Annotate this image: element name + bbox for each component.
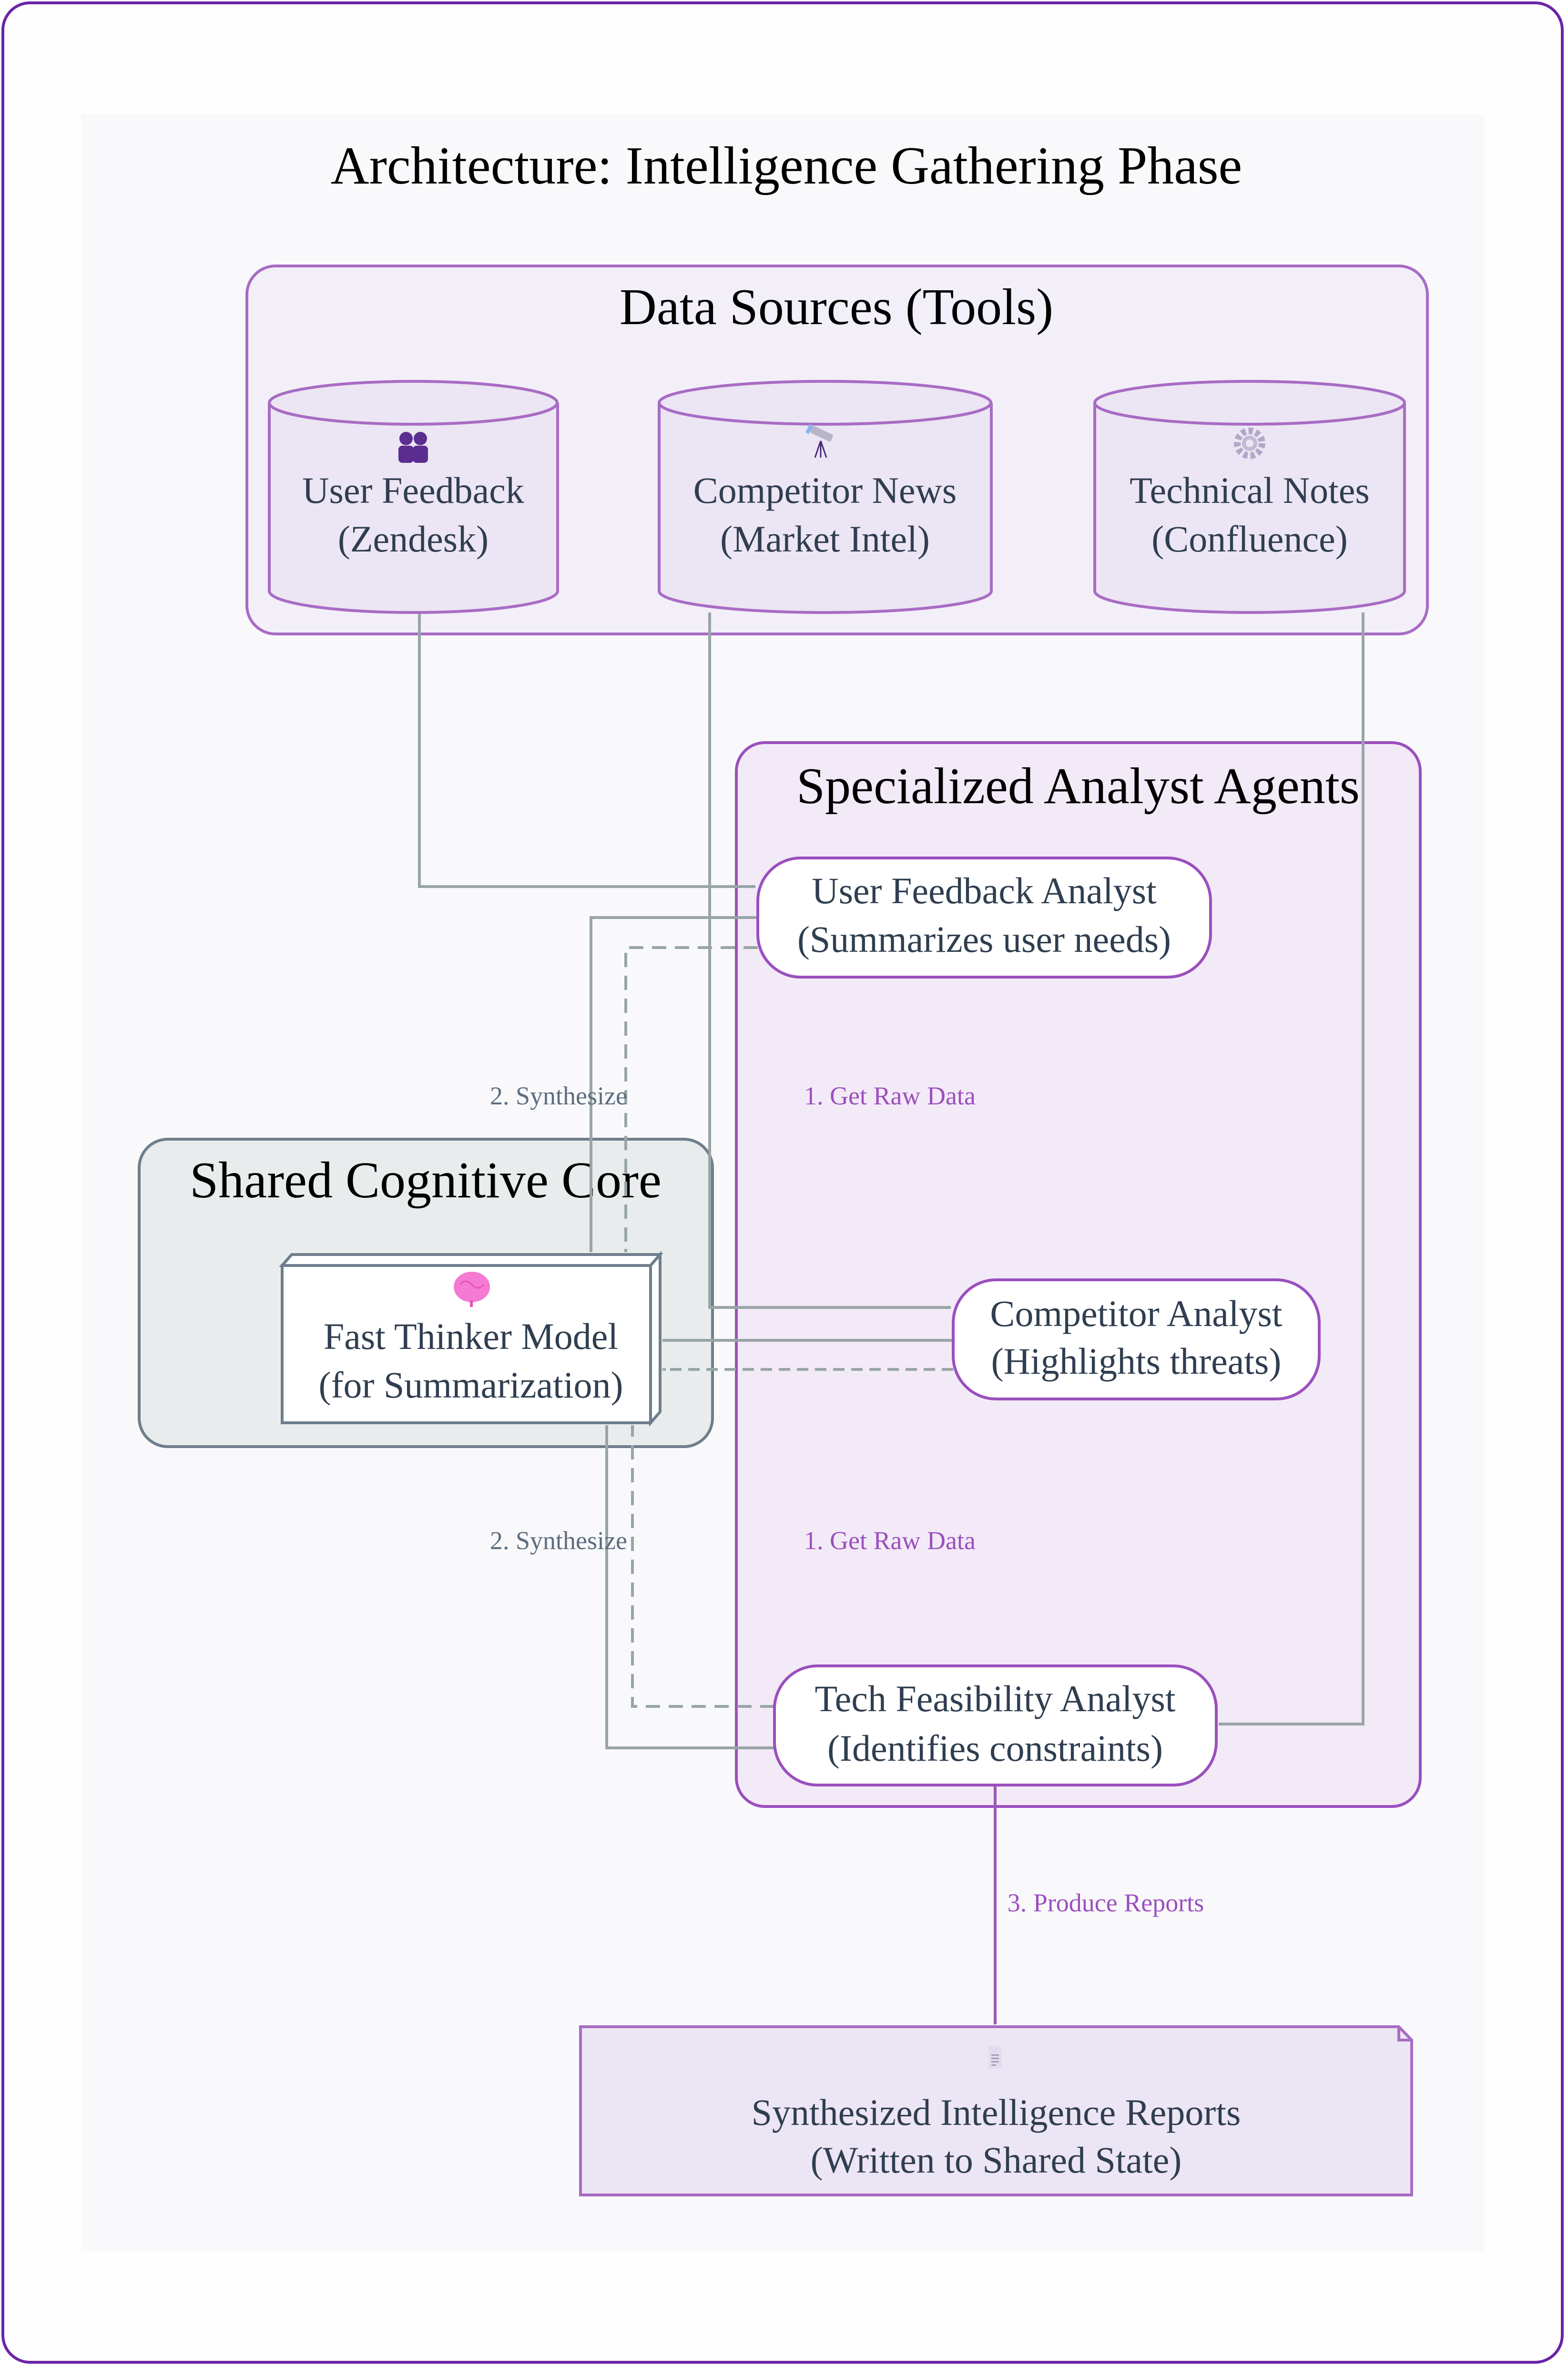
node-competitor-analyst-subtitle: (Highlights threats)	[991, 1340, 1282, 1382]
cluster-analysts-box	[735, 741, 1422, 1808]
document-icon	[988, 2046, 1002, 2069]
telescope-icon	[805, 424, 833, 458]
node-user-feedback-analyst-subtitle: (Summarizes user needs)	[797, 919, 1171, 960]
node-technical-notes-source[interactable]: Technical Notes (Confluence)	[1093, 380, 1406, 614]
node-fast-thinker-title: Fast Thinker Model	[324, 1316, 618, 1357]
node-tech-feasibility-analyst-title: Tech Feasibility Analyst	[815, 1678, 1175, 1719]
node-competitor-news-source-subtitle: (Market Intel)	[720, 518, 930, 560]
edge-technical-notes-to-analyst	[1218, 612, 1364, 1726]
node-user-feedback-source[interactable]: User Feedback (Zendesk)	[268, 380, 559, 614]
node-user-feedback-source-title: User Feedback	[302, 470, 524, 511]
node-competitor-analyst-title: Competitor Analyst	[990, 1293, 1282, 1334]
cluster-core-label: Shared Cognitive Core	[190, 1152, 662, 1209]
node-fast-thinker-subtitle: (for Summarization)	[319, 1364, 623, 1406]
edges	[418, 612, 1364, 2025]
gear-icon	[1234, 428, 1265, 459]
edge-label-produce-reports: 3. Produce Reports	[1008, 1888, 1204, 1917]
node-reports-title: Synthesized Intelligence Reports	[752, 2092, 1241, 2133]
node-technical-notes-source-subtitle: (Confluence)	[1151, 518, 1347, 560]
edge-label-get-raw-data-bottom: 1. Get Raw Data	[804, 1526, 976, 1555]
cluster-analysts-label: Specialized Analyst Agents	[796, 758, 1360, 815]
node-fast-thinker[interactable]: Fast Thinker Model (for Summarization)	[279, 1250, 663, 1427]
node-user-feedback-analyst[interactable]: User Feedback Analyst (Summarizes user n…	[756, 857, 1212, 979]
node-technical-notes-source-title: Technical Notes	[1130, 470, 1370, 511]
node-competitor-analyst[interactable]: Competitor Analyst (Highlights threats)	[952, 1278, 1321, 1400]
edge-label-synthesize-top: 2. Synthesize	[490, 1082, 627, 1110]
edge-tech-analyst-to-fast-thinker	[605, 1425, 774, 1749]
diagram-title: Architecture: Intelligence Gathering Pha…	[331, 136, 1242, 195]
cluster-data-sources-label: Data Sources (Tools)	[620, 279, 1053, 336]
node-competitor-news-source-title: Competitor News	[693, 470, 957, 511]
cluster-analysts: Specialized Analyst Agents	[735, 741, 1422, 1808]
node-tech-feasibility-analyst[interactable]: Tech Feasibility Analyst (Identifies con…	[773, 1664, 1218, 1786]
node-user-feedback-source-subtitle: (Zendesk)	[338, 518, 489, 560]
node-competitor-news-source[interactable]: Competitor News (Market Intel)	[658, 380, 993, 614]
edge-label-get-raw-data-top: 1. Get Raw Data	[804, 1082, 976, 1110]
brain-icon	[454, 1272, 490, 1307]
users-icon	[398, 432, 428, 463]
node-user-feedback-analyst-title: User Feedback Analyst	[812, 870, 1157, 911]
edge-competitor-news-to-analyst	[708, 612, 951, 1309]
edge-label-synthesize-bottom: 2. Synthesize	[490, 1526, 627, 1555]
edge-user-feedback-to-analyst	[418, 612, 756, 888]
node-tech-feasibility-analyst-subtitle: (Identifies constraints)	[827, 1727, 1163, 1769]
edge-uf-analyst-to-fast-thinker	[589, 916, 758, 1253]
node-reports[interactable]: Synthesized Intelligence Reports (Writte…	[579, 2025, 1413, 2196]
node-reports-subtitle: (Written to Shared State)	[811, 2139, 1182, 2181]
edge-tech-analyst-to-fast-thinker-dashed	[631, 1425, 774, 1708]
